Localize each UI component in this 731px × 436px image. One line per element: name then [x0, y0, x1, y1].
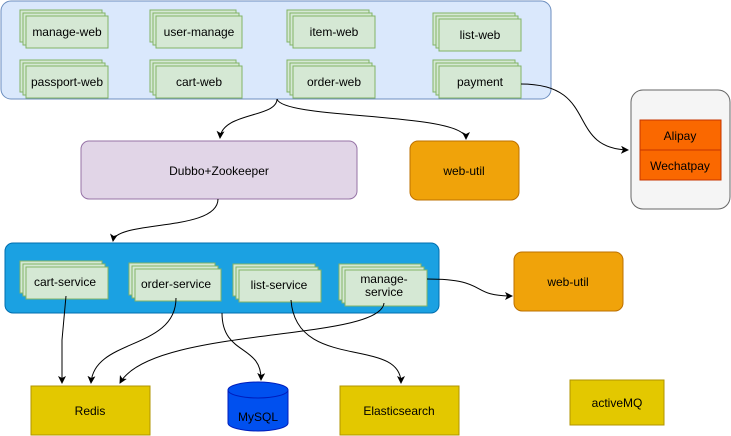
web-module-label: user-manage [164, 25, 235, 39]
wechatpay-box [639, 149, 722, 181]
web-module-cart-web: cart-web [149, 59, 243, 99]
wechatpay-label: Wechatpay [650, 159, 710, 173]
web-module-label: list-web [460, 28, 501, 42]
edge-cart-service-to-redis [58, 295, 67, 384]
elasticsearch-label: Elasticsearch [363, 404, 434, 418]
edge-payment-to-providers [520, 83, 629, 154]
service-module-list-service: list-service [232, 263, 322, 303]
mysql-label: MySQL [238, 410, 278, 424]
alipay-box [639, 119, 722, 151]
activemq-label: activeMQ [592, 396, 643, 410]
edge-web-to-registry [216, 98, 278, 139]
web-module-label: payment [457, 75, 504, 89]
service-module-label: order-service [141, 277, 211, 291]
edge-manage-service-to-redis [119, 302, 385, 384]
edge-list-service-to-mysql [221, 312, 266, 381]
registry-label: Dubbo+Zookeeper [169, 164, 269, 178]
web-util-top-label: web-util [442, 164, 484, 178]
activemq-box [569, 379, 665, 426]
web-util-top [409, 140, 520, 201]
edge-services-to-web-util [426, 278, 513, 300]
web-layer-group [0, 0, 552, 100]
web-module-order-web: order-web [286, 59, 376, 99]
web-module-item-web: item-web [286, 9, 376, 49]
edge-list-service-to-elasticsearch [290, 299, 405, 384]
elasticsearch-box [339, 385, 460, 436]
web-util-right-label: web-util [546, 275, 588, 289]
web-module-list-web: list-web [432, 12, 522, 52]
service-module-label: list-service [251, 278, 308, 292]
service-module-label: cart-service [34, 275, 96, 289]
label-line: manage- [360, 272, 407, 286]
service-module-label: manage-service [360, 272, 407, 299]
web-module-payment: payment [432, 59, 522, 99]
redis-label: Redis [75, 404, 106, 418]
edge-registry-to-services [110, 198, 219, 242]
service-module-order-service: order-service [128, 262, 222, 302]
service-module-manage-service: manage-service [338, 263, 428, 307]
edge-web-to-web-util [276, 98, 470, 140]
mysql-cylinder [227, 381, 289, 432]
web-module-label: order-web [307, 75, 361, 89]
service-module-cart-service: cart-service [19, 260, 109, 300]
label-line: service [365, 285, 403, 299]
web-module-label: cart-web [176, 75, 222, 89]
web-module-passport-web: passport-web [19, 59, 109, 99]
web-module-label: manage-web [32, 25, 102, 39]
web-module-label: passport-web [31, 75, 103, 89]
web-module-user-manage: user-manage [149, 9, 243, 49]
alipay-label: Alipay [664, 129, 697, 143]
registry-box [80, 140, 358, 200]
web-util-right [513, 251, 624, 312]
web-module-manage-web: manage-web [19, 9, 109, 49]
web-module-label: item-web [310, 25, 359, 39]
edge-order-service-to-redis [87, 297, 177, 384]
redis-box [30, 385, 151, 436]
